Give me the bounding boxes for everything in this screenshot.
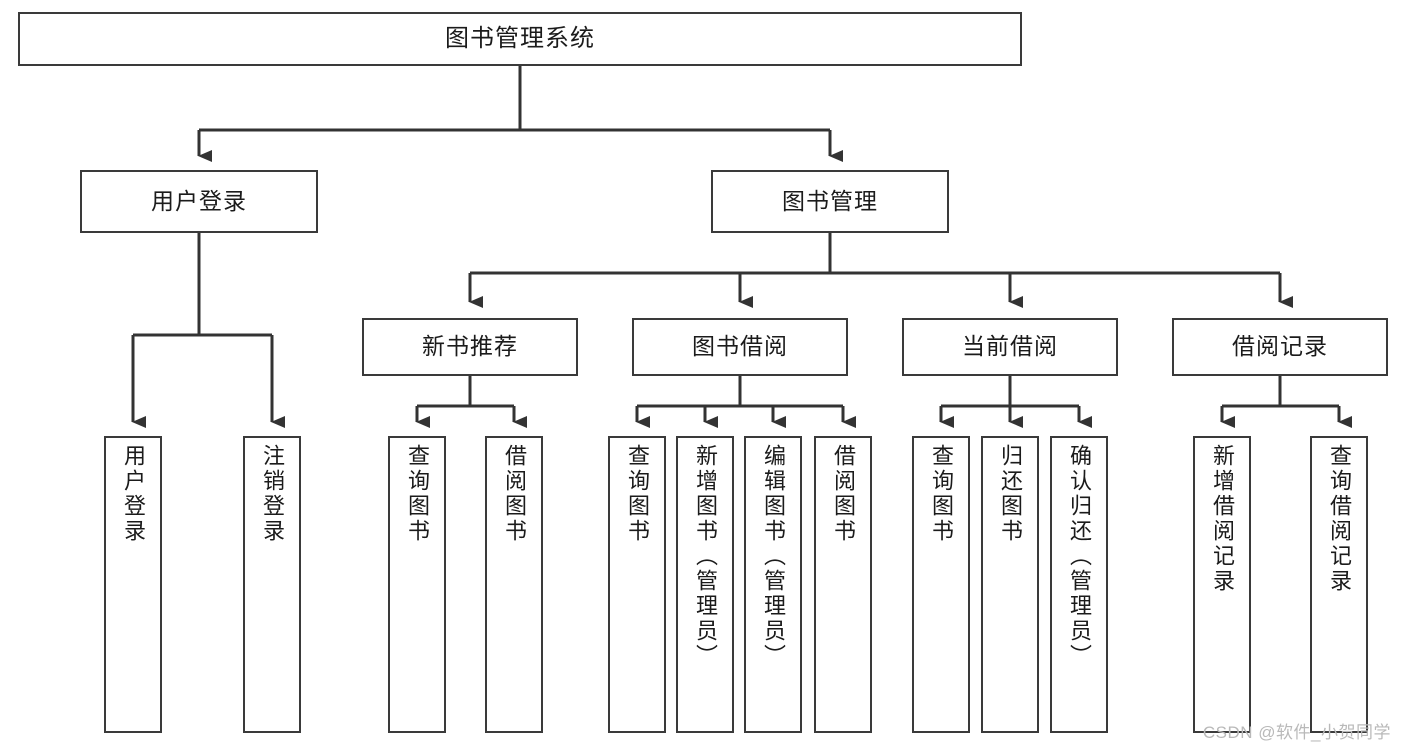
node-root-system[interactable]: 图书管理系统 <box>18 12 1022 66</box>
node-user-login[interactable]: 用户登录 <box>80 170 318 233</box>
leaf-book-borrow-edit-label: 编辑图书（管理员） <box>761 444 786 669</box>
leaf-current-borrow-query-label: 查询图书 <box>929 444 954 544</box>
leaf-current-borrow-confirm-return-label: 确认归还（管理员） <box>1067 444 1092 669</box>
leaf-book-borrow-add-label: 新增图书（管理员） <box>693 444 718 669</box>
leaf-user-login-signin[interactable]: 用户登录 <box>104 436 162 733</box>
watermark-text: CSDN @软件_小贺同学 <box>1202 723 1391 742</box>
node-current-borrow[interactable]: 当前借阅 <box>902 318 1118 376</box>
node-book-borrow-label: 图书借阅 <box>692 333 788 360</box>
leaf-book-borrow-query[interactable]: 查询图书 <box>608 436 666 733</box>
leaf-current-borrow-confirm-return[interactable]: 确认归还（管理员） <box>1050 436 1108 733</box>
leaf-user-login-signout-label: 注销登录 <box>260 444 285 544</box>
leaf-current-borrow-return[interactable]: 归还图书 <box>981 436 1039 733</box>
leaf-book-borrow-edit[interactable]: 编辑图书（管理员） <box>744 436 802 733</box>
leaf-new-book-borrow[interactable]: 借阅图书 <box>485 436 543 733</box>
node-root-system-label: 图书管理系统 <box>445 24 595 52</box>
leaf-user-login-signout[interactable]: 注销登录 <box>243 436 301 733</box>
node-book-management[interactable]: 图书管理 <box>711 170 949 233</box>
leaf-book-borrow-borrow[interactable]: 借阅图书 <box>814 436 872 733</box>
leaf-borrow-record-query[interactable]: 查询借阅记录 <box>1310 436 1368 733</box>
node-new-book-recommend[interactable]: 新书推荐 <box>362 318 578 376</box>
leaf-borrow-record-query-label: 查询借阅记录 <box>1327 444 1352 594</box>
node-book-management-label: 图书管理 <box>782 187 878 214</box>
leaf-new-book-borrow-label: 借阅图书 <box>502 444 527 544</box>
node-user-login-label: 用户登录 <box>151 187 247 214</box>
leaf-user-login-signin-label: 用户登录 <box>121 444 146 544</box>
node-borrow-record[interactable]: 借阅记录 <box>1172 318 1388 376</box>
leaf-book-borrow-add[interactable]: 新增图书（管理员） <box>676 436 734 733</box>
leaf-new-book-query[interactable]: 查询图书 <box>388 436 446 733</box>
node-new-book-recommend-label: 新书推荐 <box>422 333 518 360</box>
leaf-current-borrow-query[interactable]: 查询图书 <box>912 436 970 733</box>
node-book-borrow[interactable]: 图书借阅 <box>632 318 848 376</box>
leaf-borrow-record-add-label: 新增借阅记录 <box>1210 444 1235 594</box>
leaf-book-borrow-query-label: 查询图书 <box>625 444 650 544</box>
leaf-borrow-record-add[interactable]: 新增借阅记录 <box>1193 436 1251 733</box>
leaf-book-borrow-borrow-label: 借阅图书 <box>831 444 856 544</box>
node-current-borrow-label: 当前借阅 <box>962 333 1058 360</box>
node-borrow-record-label: 借阅记录 <box>1232 333 1328 360</box>
leaf-new-book-query-label: 查询图书 <box>405 444 430 544</box>
leaf-current-borrow-return-label: 归还图书 <box>998 444 1023 544</box>
